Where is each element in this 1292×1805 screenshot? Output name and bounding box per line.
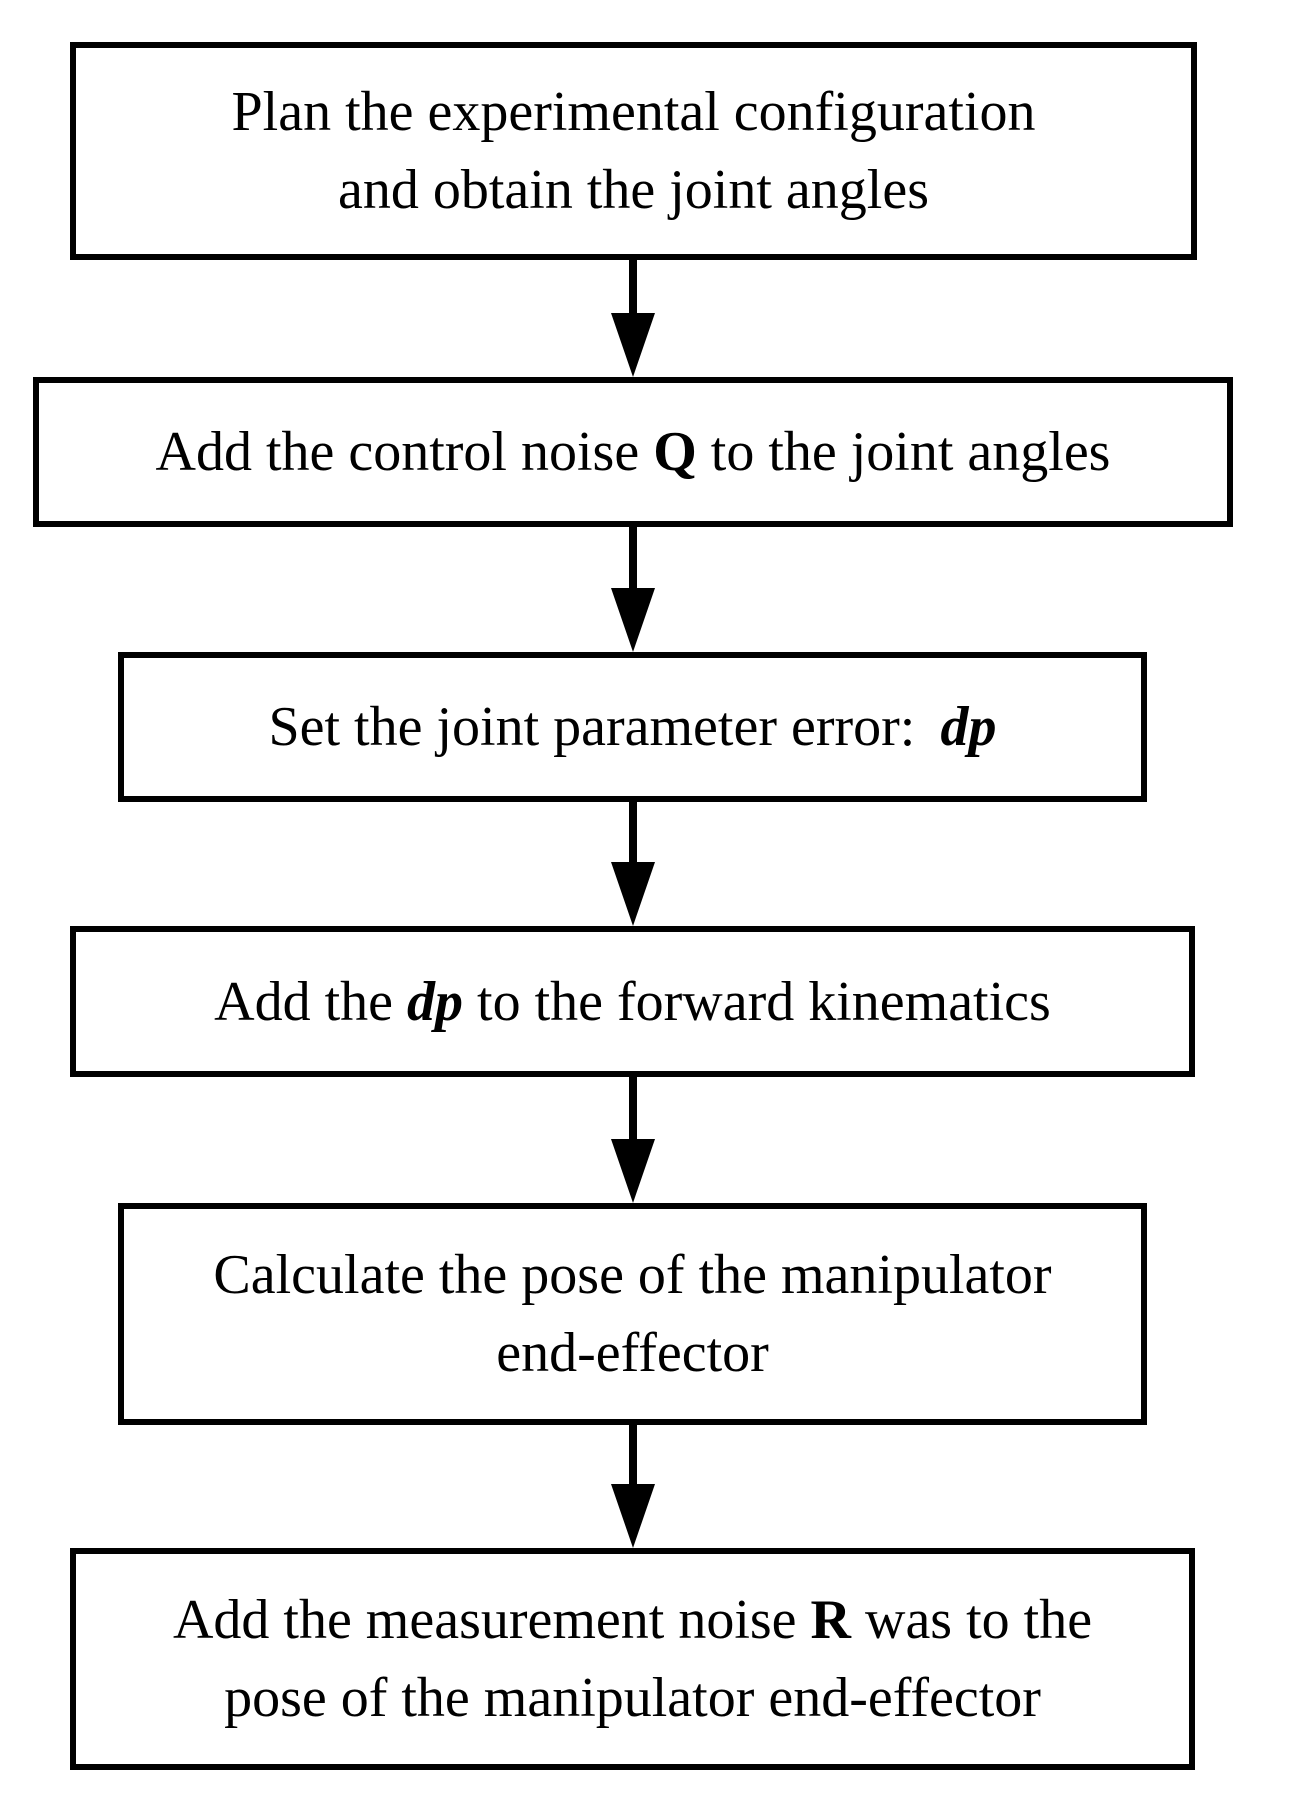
arrow-down-icon [611,588,655,652]
arrow-down-icon [611,313,655,377]
flow-box-control-noise: Add the control noise Q to the joint ang… [33,377,1233,527]
flow-arrow-4 [611,1077,655,1203]
text-segment: Add the control noise [155,421,654,483]
flow-arrow-3 [611,802,655,926]
arrow-stem [629,802,637,862]
arrow-stem [629,1425,637,1484]
text-segment: Add the measurement noise [172,1589,811,1651]
flow-box-add-dp-text: Add the dp to the forward kinematics [214,963,1051,1041]
text-segment: Set the joint parameter error: [268,696,916,758]
arrow-stem [629,527,637,588]
flow-box-measurement-noise: Add the measurement noise R was to the p… [70,1548,1195,1770]
flow-box-calc-pose-line2: end-effector [496,1322,769,1384]
bold-italic-dp-symbol: dp [940,696,997,758]
flow-box-calc-pose: Calculate the pose of the manipulator en… [118,1203,1147,1425]
flow-box-add-dp: Add the dp to the forward kinematics [70,926,1195,1077]
flow-box-plan: Plan the experimental configuration and … [70,42,1197,260]
flow-box-plan-line2: and obtain the joint angles [338,159,929,221]
text-segment: to the joint angles [696,421,1111,483]
arrow-down-icon [611,862,655,926]
arrow-down-icon [611,1484,655,1548]
flow-box-control-noise-text: Add the control noise Q to the joint ang… [156,413,1111,491]
bold-q-symbol: Q [653,421,697,483]
bold-italic-dp-symbol: dp [407,970,464,1033]
flow-box-calc-pose-line1: Calculate the pose of the manipulator [213,1244,1052,1306]
arrow-stem [629,1077,637,1139]
flow-arrow-1 [611,260,655,377]
flow-box-plan-line1: Plan the experimental configuration [231,81,1036,143]
flow-box-set-error-text: Set the joint parameter error: dp [268,688,996,766]
text-segment: to the forward kinematics [463,970,1051,1033]
flow-arrow-2 [611,527,655,652]
flow-arrow-5 [611,1425,655,1548]
text-segment: Add the [214,970,408,1033]
flow-box-measurement-noise-line2: pose of the manipulator end-effector [224,1667,1041,1729]
bold-r-symbol: R [810,1589,851,1651]
flow-box-set-error: Set the joint parameter error: dp [118,652,1147,802]
flow-box-measurement-noise-line1: Add the measurement noise R was to the [173,1581,1092,1659]
arrow-down-icon [611,1139,655,1203]
arrow-stem [629,260,637,313]
text-segment: was to the [851,1589,1093,1651]
